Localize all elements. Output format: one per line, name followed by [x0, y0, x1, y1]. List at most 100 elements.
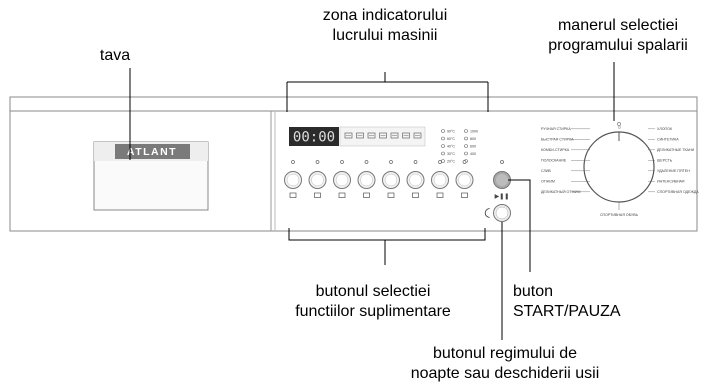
spin-label-1: 1000: [470, 129, 478, 133]
program-left-7: ДЕЛИКАТНЫЙ ОТЖИМ: [541, 190, 580, 194]
indicator-zone: 00:00 90°C 60°C 40°C 30°C 20°C 1000 800 600 400: [289, 126, 478, 163]
lcd-display: [289, 127, 339, 146]
function-indicators: [344, 132, 422, 139]
function-button-cap-2: [311, 173, 324, 187]
program-list-left: РУЧНАЯ СТИРКА БЫСТРАЯ СТИРКА КОМБИ-СТИРКА П…: [541, 127, 590, 194]
program-knob-label-line2: programului spalarii: [548, 37, 688, 54]
temp-label-1: 90°C: [447, 129, 455, 133]
program-selector-knob[interactable]: [583, 131, 655, 203]
start-pause-button[interactable]: [493, 171, 511, 189]
temp-led-5: [441, 159, 445, 163]
indicator-zone-leader: [286, 72, 489, 112]
spin-led-3: [464, 144, 468, 148]
spin-label-2: 800: [470, 137, 476, 141]
panel-top-strip: [9, 96, 698, 112]
program-left-2: БЫСТРАЯ СТИРКА: [541, 138, 574, 142]
tray-label-text: tava: [99, 47, 131, 64]
night-mode-label-line2: noapte sau deschiderii usii: [410, 365, 600, 382]
temp-led-4: [441, 151, 445, 156]
spin-led-2: [464, 136, 468, 141]
extra-functions-label-line1: butonul selectiei: [315, 283, 431, 300]
function-button-cap-4: [360, 173, 373, 187]
temp-led-3: [441, 144, 445, 148]
indicator-zone-label-line1: zona indicatorului: [322, 7, 448, 24]
function-button-cap-1: [286, 173, 300, 187]
function-led-3: [340, 160, 344, 164]
program-left-1: РУЧНАЯ СТИРКА: [541, 127, 571, 131]
indicator-zone-label: zona indicatorului lucrului masinii: [285, 6, 485, 46]
night-mode-label-line1: butonul regimului de: [432, 345, 578, 362]
temp-led-2: [441, 136, 445, 141]
spin-label-4: 400: [470, 152, 476, 156]
function-led-7: [438, 160, 442, 164]
function-icon-8: [461, 192, 468, 198]
function-indicator-1: [344, 132, 353, 139]
program-left-4: ПОЛОСКАНИЕ: [541, 159, 567, 163]
function-button-cap-5: [384, 173, 398, 187]
play-pause-icon: ▶❚❚: [495, 193, 510, 200]
temp-label-2: 60°C: [447, 137, 455, 141]
function-indicator-7: [413, 132, 422, 139]
program-left-6: ОТЖИМ: [541, 180, 555, 184]
power-icon: ⏻: [618, 126, 621, 130]
temp-led-1: [441, 129, 445, 133]
night-door-button[interactable]: [493, 204, 511, 222]
function-led-2: [315, 160, 320, 164]
moon-icon: [484, 208, 490, 218]
program-right-1: ХЛОПОК: [657, 127, 673, 131]
program-knob-label-line1: manerul selectiei: [557, 17, 679, 34]
detergent-tray[interactable]: ATLANT: [93, 141, 209, 211]
program-right-7: СПОРТИВНАЯ ОДЕЖДА: [657, 190, 699, 194]
function-indicator-4: [379, 132, 387, 139]
function-icon-1: [289, 192, 297, 198]
knob-off-indicator: [617, 122, 621, 126]
lcd-time: 00:00: [293, 130, 335, 146]
function-icon-6: [412, 192, 419, 198]
spin-led-1: [464, 129, 468, 133]
program-right-3: ДЕЛИКАТНЫЕ ТКАНИ: [657, 148, 695, 152]
program-bottom-label: СПОРТИВНАЯ ОБУВЬ: [600, 213, 639, 217]
start-led: [500, 160, 504, 164]
function-button-cap-3: [335, 173, 349, 187]
function-indicator-strip: [339, 126, 426, 147]
temp-label-5: 20°C: [447, 159, 455, 163]
program-left-5: СЛИВ: [541, 169, 551, 173]
spin-indicators: 1000 800 600 400: [464, 129, 478, 163]
function-button-cap-8: [458, 173, 471, 187]
indicator-zone-label-line2: lucrului masinii: [332, 27, 438, 44]
spin-label-3: 600: [470, 144, 476, 148]
tray-label: tava: [80, 46, 150, 66]
function-icon-3: [338, 192, 346, 198]
program-right-4: ШЕРСТЬ: [657, 159, 673, 163]
start-pause-label: buton START/PAUZA: [513, 282, 621, 322]
function-led-8: [462, 160, 467, 164]
brand-badge: [115, 144, 190, 159]
leader-lines: [129, 62, 615, 340]
program-right-5: УДАЛЕНИЕ ПЯТЕН: [657, 169, 690, 173]
function-indicator-2: [356, 132, 364, 139]
function-icon-7: [436, 192, 444, 198]
function-button-cap-6: [409, 173, 422, 187]
function-indicator-5: [390, 132, 399, 139]
temp-label-4: 30°C: [447, 152, 455, 156]
night-mode-label: butonul regimului de noapte sau deschide…: [380, 344, 630, 384]
start-pause-leader: [508, 179, 531, 272]
temp-label-3: 40°C: [447, 144, 455, 148]
program-right-6: ИНТЕНСИВНАЯ: [657, 180, 685, 184]
program-left-3: КОМБИ-СТИРКА: [541, 148, 570, 152]
extra-functions-label-line2: functiilor suplimentare: [295, 303, 451, 320]
function-icon-2: [314, 192, 321, 198]
function-led-1: [291, 160, 295, 164]
function-icon-5: [387, 192, 395, 198]
function-led-6: [413, 160, 418, 164]
extra-functions-label: butonul selectiei functiilor suplimentar…: [268, 282, 478, 322]
function-indicator-6: [402, 132, 410, 139]
start-pause-label-line2: START/PAUZA: [513, 303, 621, 320]
function-led-5: [389, 160, 393, 164]
program-knob-label: manerul selectiei programului spalarii: [523, 16, 703, 56]
function-indicator-3: [367, 132, 376, 139]
extra-function-buttons: [284, 160, 474, 198]
start-pause-label-line1: buton: [513, 283, 554, 300]
